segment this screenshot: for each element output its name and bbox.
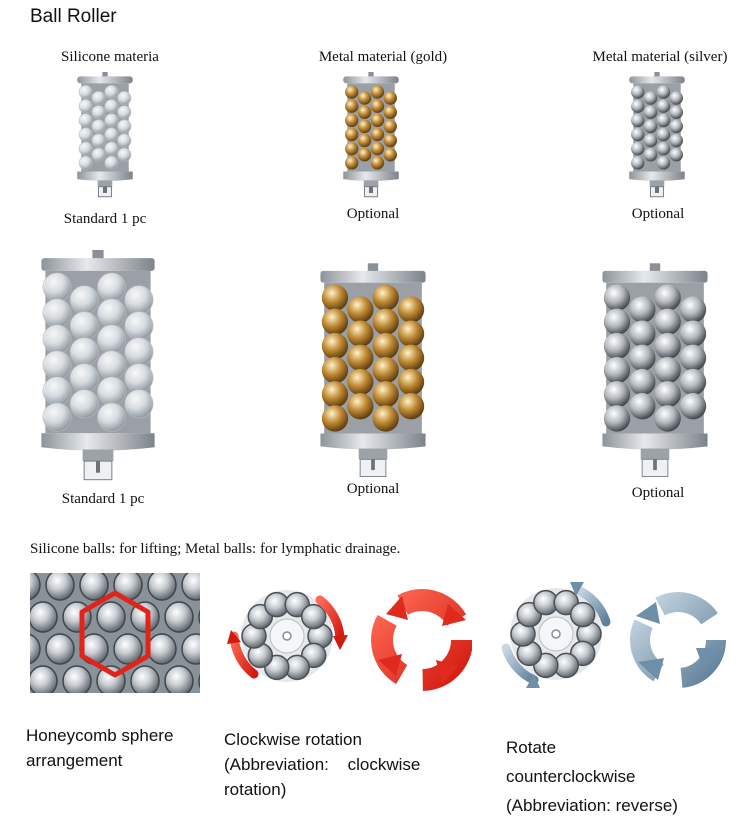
feature-caption-line: counterclockwise [506, 767, 636, 786]
roller-label-silver: Metal material (silver) [592, 49, 728, 65]
large-caption-gold: Optional [346, 481, 400, 497]
feature-caption-line: rotation) [224, 780, 287, 799]
clockwise-rotation-icon [227, 589, 472, 691]
large-caption-silver: Optional [631, 485, 685, 501]
feature-caption-honeycomb: Honeycomb sphere arrangement [26, 723, 216, 773]
feature-caption-line: (Abbreviation: clockwise [224, 755, 421, 774]
counterclockwise-rotation-icon [501, 582, 726, 688]
small-caption-silver: Optional [631, 206, 685, 222]
roller-label-silicone: Silicone materia [61, 49, 159, 65]
honeycomb-icon [30, 573, 200, 693]
feature-caption-line: Clockwise rotation [224, 730, 362, 749]
feature-caption-line: Honeycomb sphere [26, 726, 174, 745]
roller-label-gold: Metal material (gold) [318, 49, 448, 65]
feature-caption-counterclockwise: Rotate counterclockwise (Abbreviation: r… [506, 733, 726, 820]
feature-caption-line: arrangement [26, 751, 123, 770]
small-roller-silicone-image [77, 72, 133, 198]
page-title: Ball Roller [30, 6, 117, 27]
large-roller-gold-image [320, 263, 426, 478]
small-roller-silver-image [629, 72, 685, 198]
large-roller-silver-image [602, 263, 708, 478]
usage-note: Silicone balls: for lifting; Metal balls… [30, 541, 401, 557]
small-caption-silicone: Standard 1 pc [63, 211, 147, 227]
feature-caption-clockwise: Clockwise rotation (Abbreviation: clockw… [224, 727, 440, 802]
feature-caption-line: (Abbreviation: reverse) [506, 796, 678, 815]
small-roller-gold-image [343, 72, 399, 198]
large-roller-silicone-image [41, 250, 155, 481]
small-caption-gold: Optional [346, 206, 400, 222]
large-caption-silicone: Standard 1 pc [61, 491, 145, 507]
feature-caption-line: Rotate [506, 738, 557, 757]
